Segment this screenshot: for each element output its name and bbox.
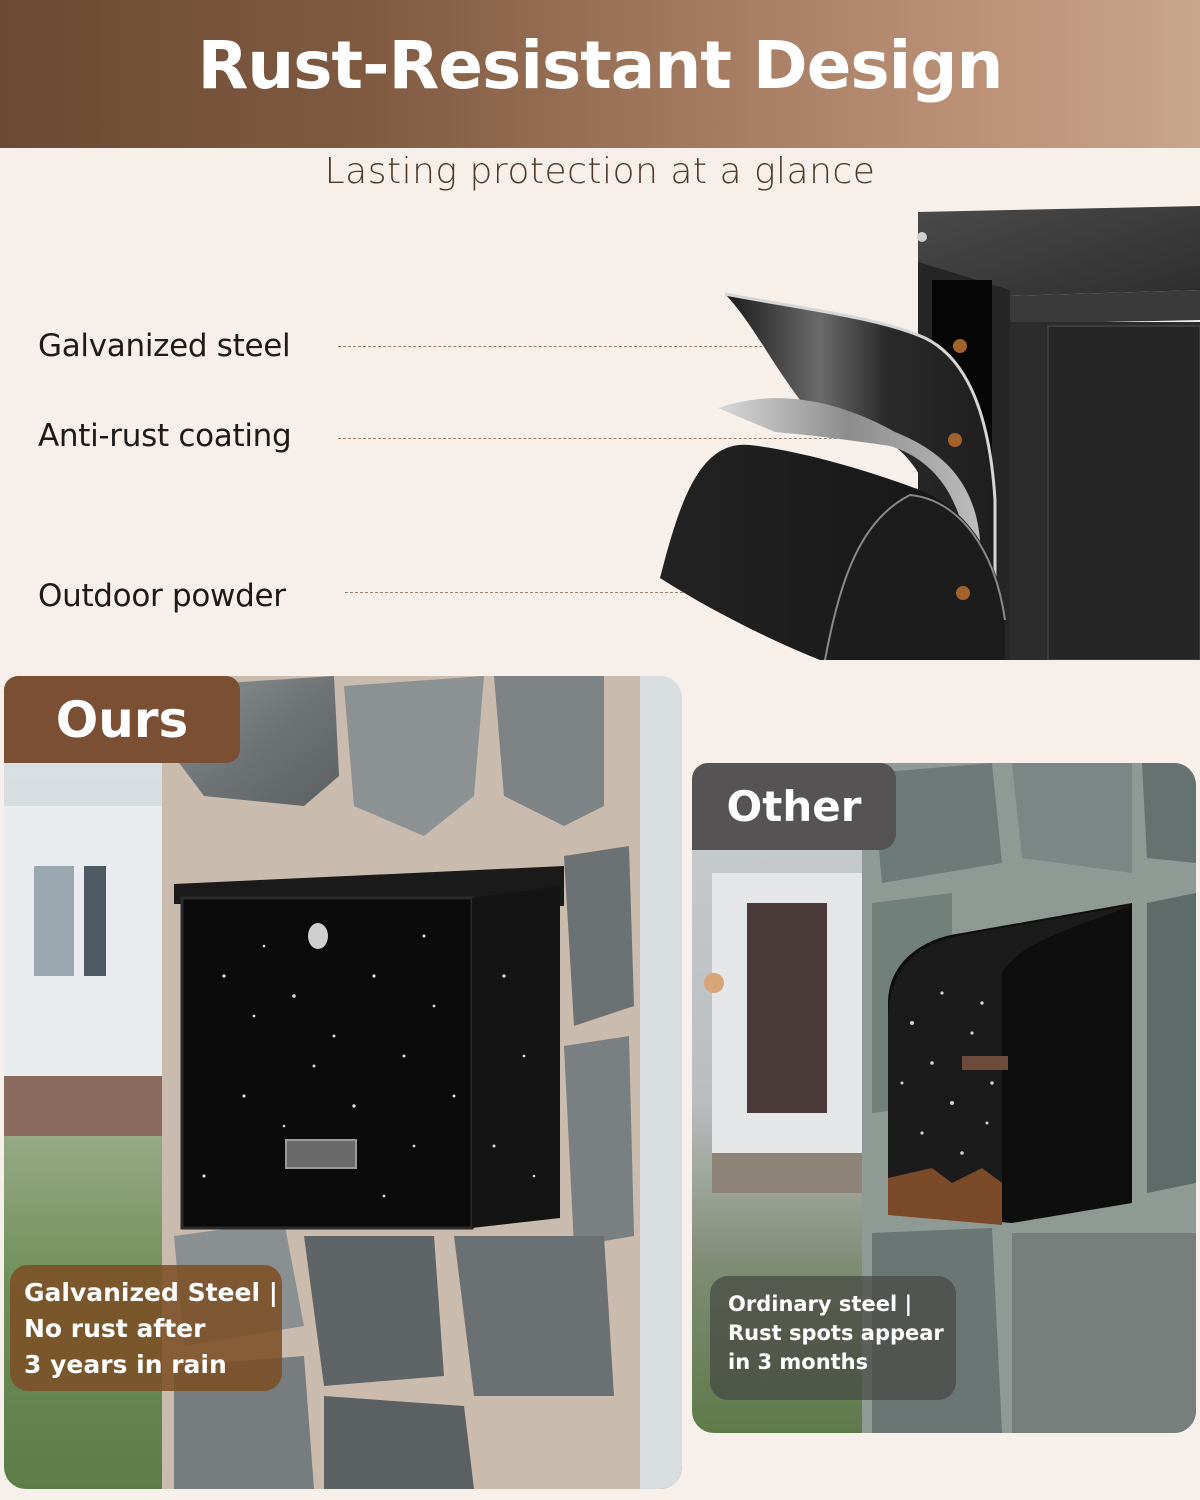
callout-dot-anti-rust-coating bbox=[948, 433, 962, 447]
header-banner: Rust-Resistant Design bbox=[0, 0, 1200, 148]
page-subtitle: Lasting protection at a glance bbox=[324, 151, 876, 192]
callout-line-anti-rust-coating bbox=[338, 438, 952, 439]
other-caption-line-2: Rust spots appear bbox=[728, 1321, 944, 1345]
callout-dot-outdoor-powder bbox=[956, 586, 970, 600]
other-caption-line-3: in 3 months bbox=[728, 1350, 869, 1374]
callout-dot-galvanized-steel bbox=[953, 339, 967, 353]
layer-label-outdoor-powder: Outdoor powder bbox=[38, 578, 286, 614]
layer-label-anti-rust-coating: Anti-rust coating bbox=[38, 418, 292, 454]
layer-label-galvanized-steel: Galvanized steel bbox=[38, 328, 291, 364]
other-badge: Other bbox=[692, 763, 896, 850]
ours-caption: Galvanized Steel | No rust after 3 years… bbox=[10, 1265, 282, 1391]
callout-line-outdoor-powder bbox=[345, 592, 963, 593]
page-title: Rust-Resistant Design bbox=[197, 26, 1003, 104]
ours-caption-line-1: Galvanized Steel | bbox=[24, 1278, 278, 1307]
ours-caption-line-3: 3 years in rain bbox=[24, 1350, 227, 1379]
callout-line-galvanized-steel bbox=[338, 346, 958, 347]
other-caption: Ordinary steel | Rust spots appear in 3 … bbox=[710, 1276, 956, 1400]
other-caption-line-1: Ordinary steel | bbox=[728, 1292, 913, 1316]
mailbox-layers-illustration bbox=[660, 206, 1200, 660]
ours-badge: Ours bbox=[4, 676, 240, 763]
ours-caption-line-2: No rust after bbox=[24, 1314, 206, 1343]
